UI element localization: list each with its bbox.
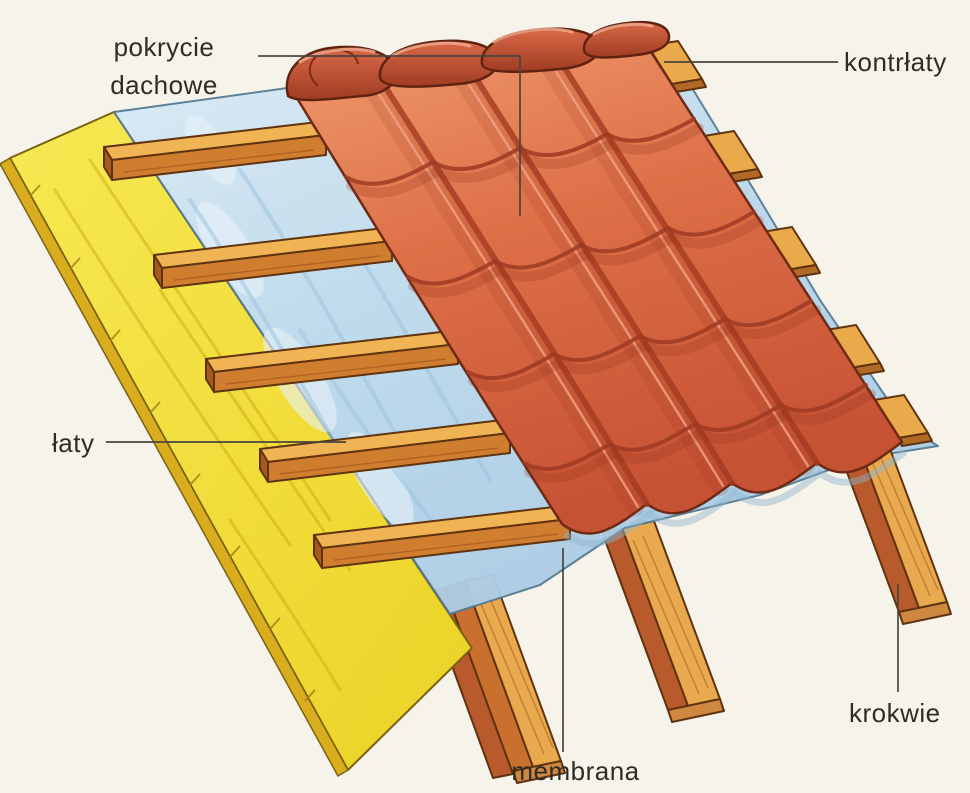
sheathing-board: [0, 111, 473, 777]
sheathing-edge: [0, 157, 349, 777]
batten-4: [259, 419, 511, 483]
leader-lines: [106, 55, 899, 752]
label-counter-battens: kontrłaty: [844, 47, 947, 77]
label-roof-covering-line1: pokrycie: [113, 32, 215, 62]
leader-line-roof-covering: [258, 55, 521, 216]
label-roof-covering: pokrycie dachowe: [84, 28, 244, 104]
label-rafters: krokwie: [849, 698, 941, 728]
batten-1: [103, 121, 327, 181]
label-roof-covering-line2: dachowe: [110, 70, 218, 100]
tile-ridge-caps: [285, 20, 671, 102]
label-battens: łaty: [52, 428, 95, 458]
sheathing-edge-hatching: [29, 184, 316, 702]
label-membrane: membrana: [511, 756, 640, 786]
rafter-2: [601, 520, 725, 723]
battens-group: [103, 121, 571, 569]
batten-2: [153, 227, 393, 289]
